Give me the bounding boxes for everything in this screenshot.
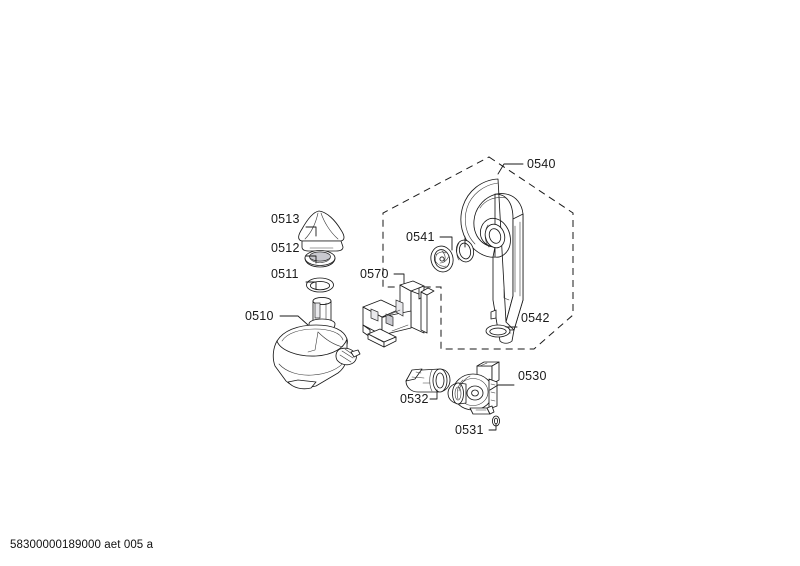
part-label-0542: 0542: [521, 311, 550, 325]
leader-line-0512: [305, 255, 317, 264]
part-0532-hose-connector: [405, 368, 451, 393]
part-label-0540: 0540: [527, 157, 556, 171]
part-label-0510: 0510: [245, 309, 274, 323]
leader-line-0513: [305, 226, 317, 237]
part-0530-circulation-pump: [447, 361, 500, 415]
leader-line-0532: [429, 389, 438, 400]
impeller-spokes: [435, 250, 450, 267]
leader-line-0530: [489, 384, 515, 391]
leader-line-0540: [497, 163, 524, 175]
part-label-0532: 0532: [400, 392, 429, 406]
part-labels: 0513 0512 0511 0510 0570 0540 0541 0542 0530 0531…: [245, 157, 556, 437]
sump-side-connector: [335, 347, 361, 366]
leader-line-0510: [279, 315, 309, 326]
part-label-0541: 0541: [406, 230, 435, 244]
footer-document-code: 58300000189000 aet 005 a: [10, 539, 154, 551]
assembly-group-boundary: [382, 156, 574, 350]
part-label-0511: 0511: [271, 267, 299, 281]
part-label-0570: 0570: [360, 267, 389, 281]
part-label-0513: 0513: [271, 212, 300, 226]
part-0540-water-guide-hose: [460, 178, 524, 344]
leader-line-0531: [488, 423, 497, 431]
part-label-0530: 0530: [518, 369, 547, 383]
part-label-0512: 0512: [271, 241, 300, 255]
part-label-0531: 0531: [455, 423, 484, 437]
part-0541-impeller-and-ring: [430, 239, 475, 273]
leader-line-0511: [305, 281, 317, 290]
leader-line-0570: [393, 273, 405, 284]
leader-line-0541: [439, 236, 466, 251]
part-0542-o-ring: [485, 324, 511, 338]
part-0512-seal-gasket: [304, 250, 336, 268]
leader-lines: [279, 163, 524, 431]
part-0570-mounting-bracket: [362, 280, 435, 348]
part-0511-o-ring: [306, 277, 334, 293]
part-0513-cover-cap: [298, 210, 345, 252]
part-0510-sump-bowl: [272, 296, 361, 390]
